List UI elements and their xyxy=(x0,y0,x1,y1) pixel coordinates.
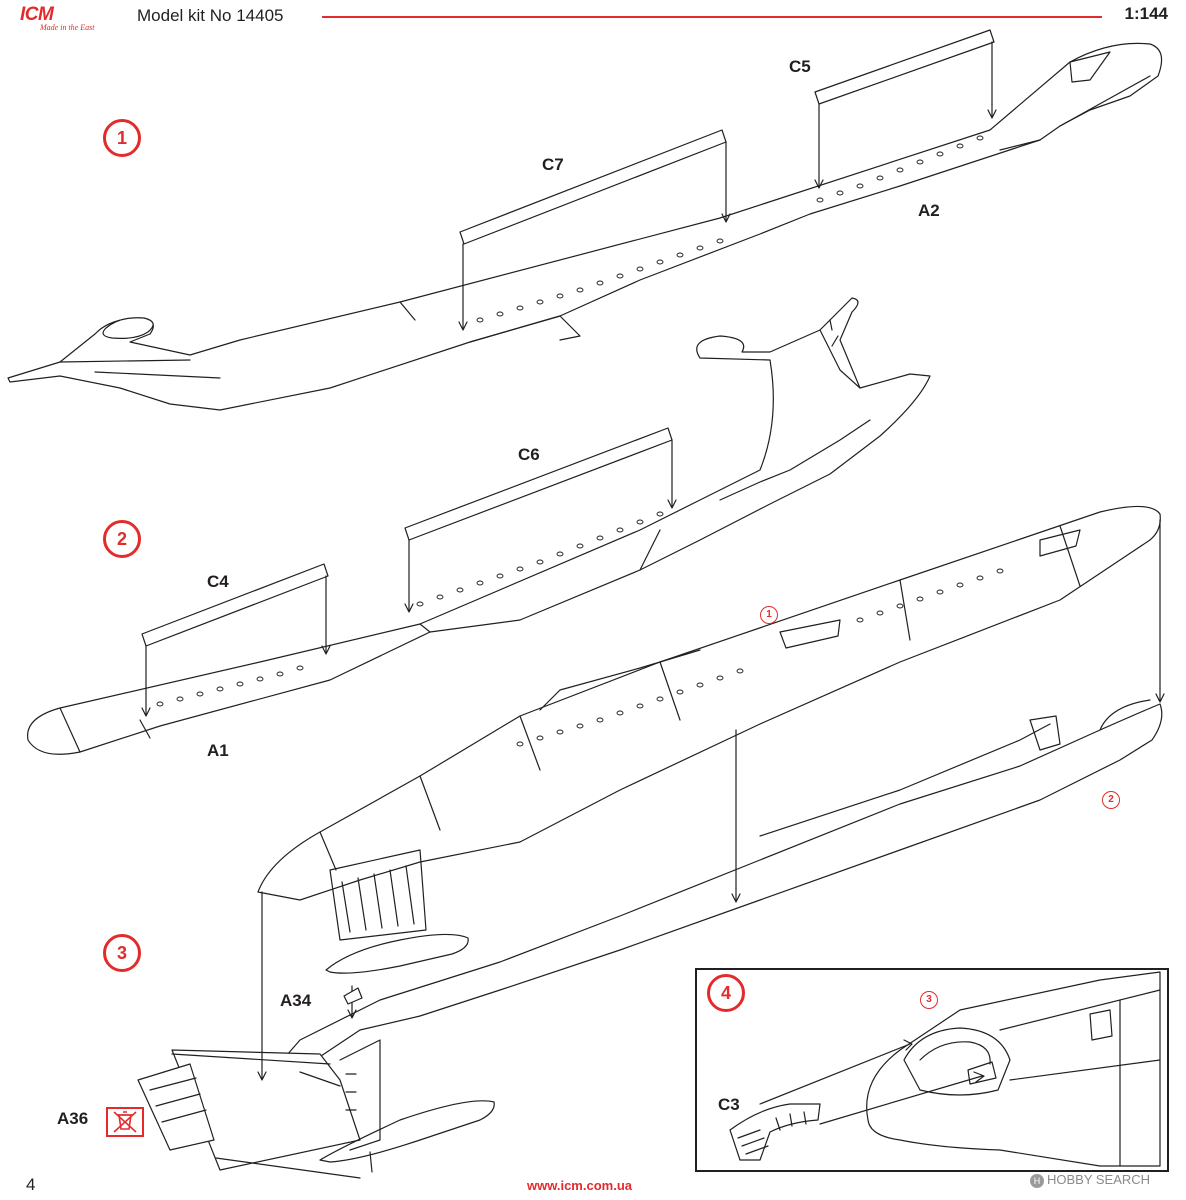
scale-label: 1:144 xyxy=(1124,4,1168,23)
step-4-detail-frame xyxy=(695,968,1169,1172)
fuselage-half-a2 xyxy=(7,42,1163,411)
part-label-c3: C3 xyxy=(718,1095,740,1114)
part-label-a36: A36 xyxy=(57,1109,89,1128)
step-2-marker: 2 xyxy=(103,520,141,558)
website-url: www.icm.com.ua xyxy=(527,1178,632,1193)
watermark-icon: H xyxy=(1030,1173,1044,1188)
logo-tagline: Made in the East xyxy=(40,23,95,32)
step-3-marker: 3 xyxy=(103,934,141,972)
windows-row-step2 xyxy=(156,511,664,707)
part-label-c6: C6 xyxy=(518,445,540,464)
part-label-a1: A1 xyxy=(207,741,229,760)
ref-step-3: 3 xyxy=(920,991,938,1009)
header-rule xyxy=(322,16,1102,18)
part-label-c5: C5 xyxy=(789,57,811,76)
watermark-text: HOBBY SEARCH xyxy=(1047,1172,1151,1187)
assembled-fuselage xyxy=(137,505,1163,1171)
model-title: Model kit No 14405 xyxy=(137,6,284,25)
cockpit-detail xyxy=(729,971,1161,1167)
discard-part-icon xyxy=(106,1107,144,1137)
page-number: 4 xyxy=(26,1175,36,1194)
part-label-a34: A34 xyxy=(280,991,312,1010)
fuselage-half-a1 xyxy=(27,297,931,755)
windows-row-step1 xyxy=(476,135,984,323)
page-header: ICM Made in the East Model kit No 14405 … xyxy=(0,0,1186,40)
part-label-c7: C7 xyxy=(542,155,564,174)
step-1-marker: 1 xyxy=(103,119,141,157)
ref-step-2: 2 xyxy=(1102,791,1120,809)
ref-step-1: 1 xyxy=(760,606,778,624)
logo-text: ICM xyxy=(20,4,54,25)
icm-logo: ICM Made in the East xyxy=(14,4,114,34)
part-label-c4: C4 xyxy=(207,572,229,591)
part-label-a2: A2 xyxy=(918,201,940,220)
step-4-marker: 4 xyxy=(707,974,745,1012)
